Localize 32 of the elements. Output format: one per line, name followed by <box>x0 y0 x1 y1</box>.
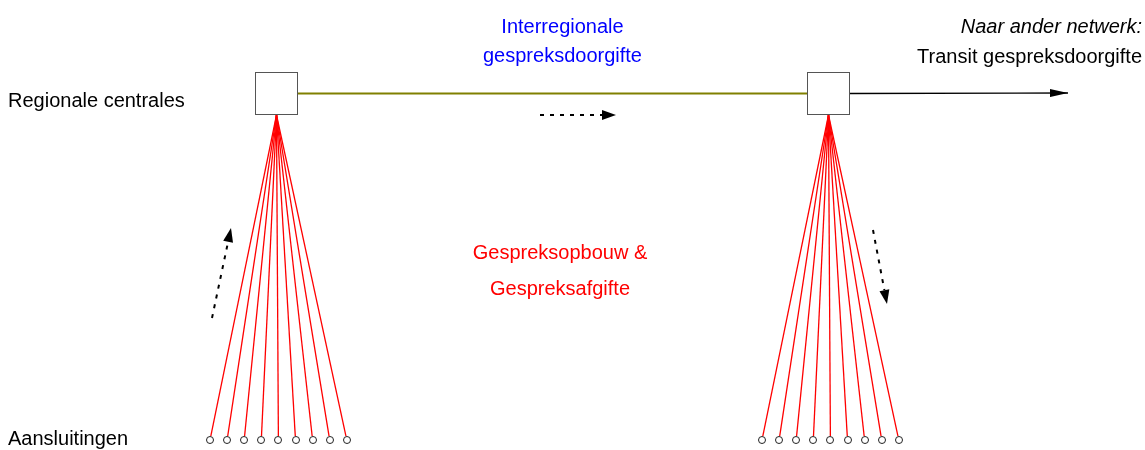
subscriber-line <box>827 114 899 437</box>
terminal-circle <box>206 436 214 444</box>
terminal-circle <box>274 436 283 444</box>
terminal-circle <box>860 436 869 444</box>
exchange-box <box>255 72 298 115</box>
terminal-circle <box>291 436 300 444</box>
terminal-circle <box>240 436 249 444</box>
terminal-circle <box>308 436 317 444</box>
terminal-circle <box>325 436 334 444</box>
process-label: Gespreksopbouw & Gespreksafgifte <box>471 240 649 301</box>
terminal-circle <box>894 436 903 444</box>
terminal-circle <box>843 436 852 444</box>
node-label: Aansluitingen <box>8 426 130 450</box>
subscriber-line <box>227 114 278 437</box>
subscriber-line <box>779 114 830 437</box>
terminal-circle <box>775 436 784 444</box>
terminal-circle <box>826 436 835 444</box>
terminal-circle <box>257 436 266 444</box>
terminal-circle <box>223 436 232 444</box>
note-text: Naar ander netwerk: <box>959 14 1142 38</box>
trunk-line <box>297 92 808 95</box>
terminal-circle <box>809 436 818 444</box>
link-label: Interregionale gespreksdoorgifte <box>482 14 643 68</box>
arrow <box>849 89 1069 97</box>
subscriber-line <box>275 114 347 437</box>
exchange-box <box>807 72 850 115</box>
terminal-circle <box>877 436 886 444</box>
terminal-circle <box>792 436 801 444</box>
node-label: Regionale centrales <box>8 88 186 112</box>
terminal-circle <box>758 436 766 444</box>
terminal-circle <box>342 436 351 444</box>
note-text: Transit gespreksdoorgifte <box>916 44 1142 68</box>
